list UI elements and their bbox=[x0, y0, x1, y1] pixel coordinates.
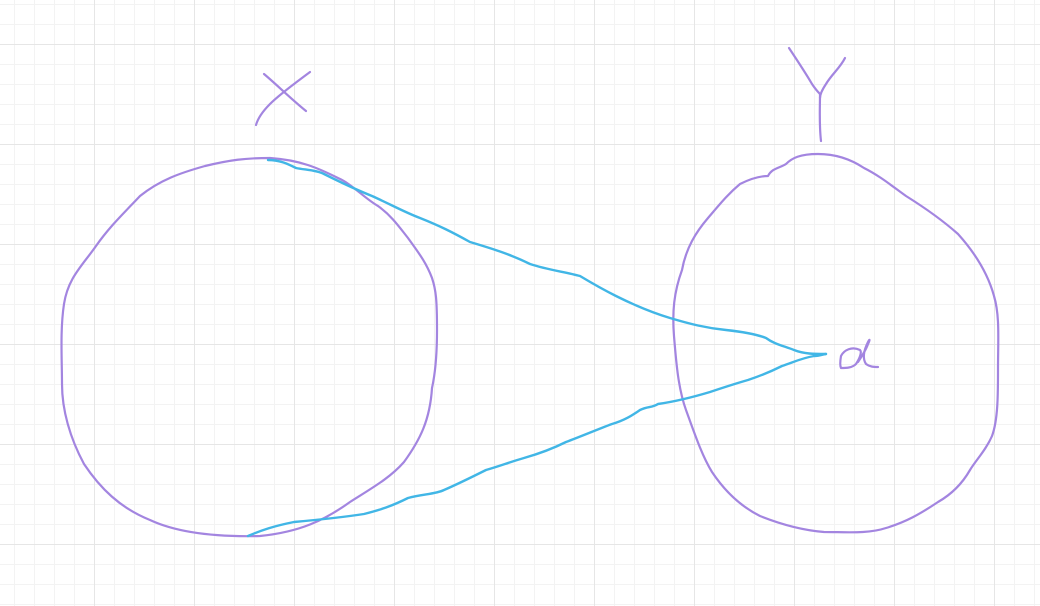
mapping-stroke-upper bbox=[266, 158, 828, 356]
mapping-stroke-lower bbox=[246, 352, 828, 538]
set-y-outline bbox=[672, 152, 1000, 534]
set-x-outline bbox=[60, 156, 439, 538]
set-y-label bbox=[787, 46, 847, 143]
set-x-label bbox=[254, 70, 312, 127]
element-label-a bbox=[839, 338, 880, 370]
